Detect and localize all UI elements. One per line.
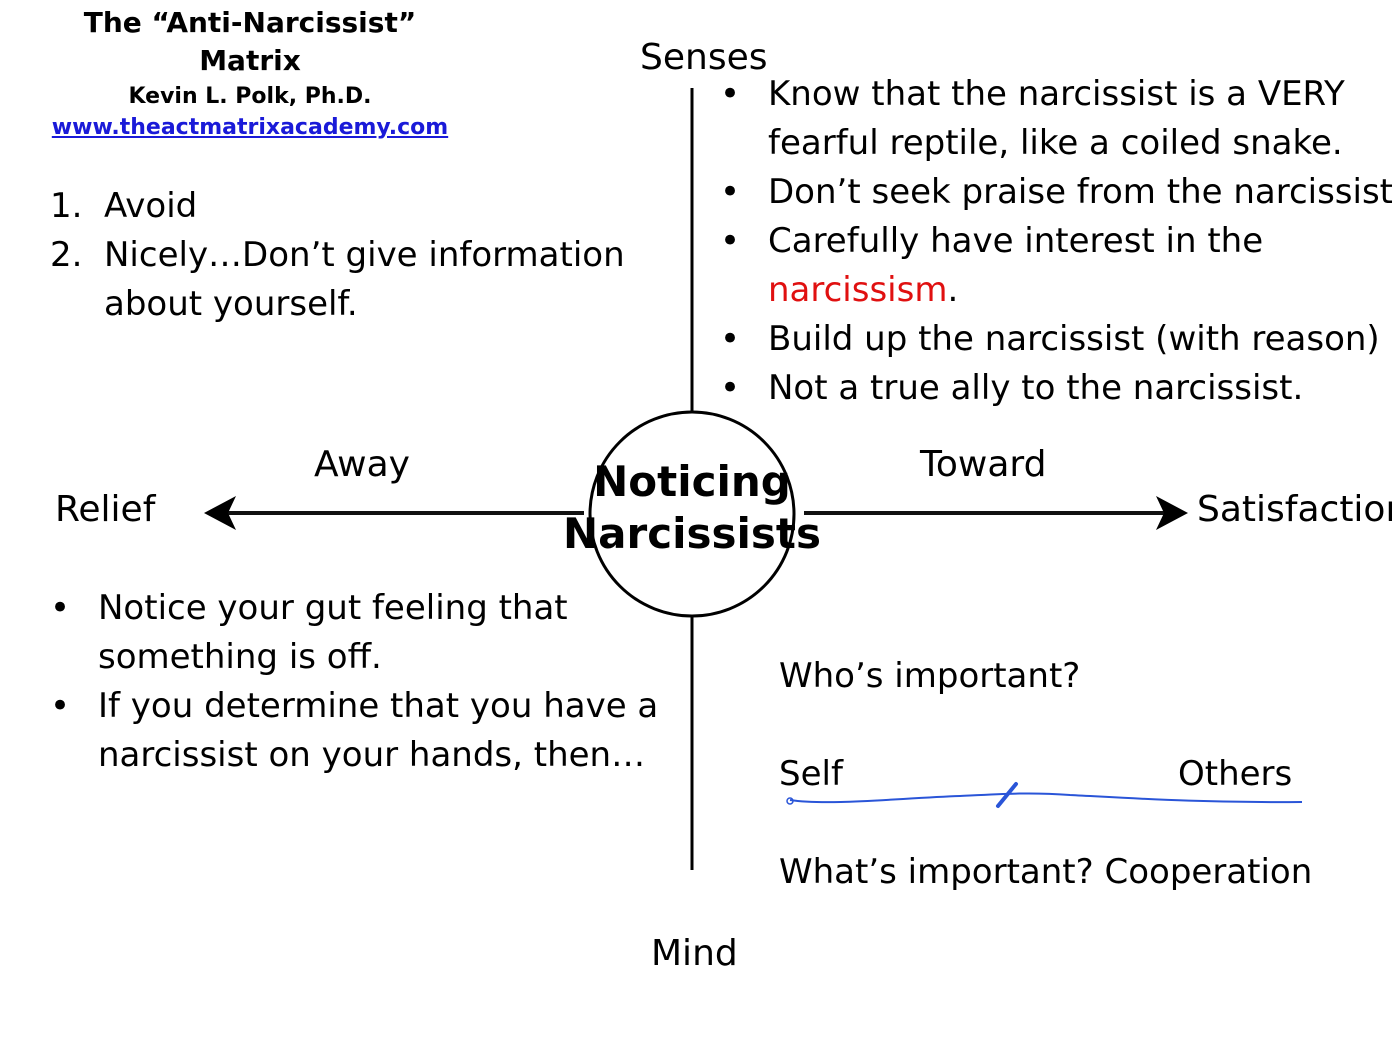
highlight-word: narcissism <box>768 270 948 310</box>
top-right-bullets: • Know that the narcissist is a VERY fea… <box>718 70 1392 413</box>
center-circle <box>588 410 796 618</box>
header-title: The “Anti-Narcissist” Matrix <box>0 4 500 80</box>
scale-tick-mark <box>996 782 1018 808</box>
author-name: Kevin L. Polk, Ph.D. <box>128 84 372 109</box>
bullet-item: • Carefully have interest in the narciss… <box>718 217 1392 315</box>
axis-label-relief: Relief <box>55 489 156 530</box>
center-label: Noticing Narcissists <box>542 456 842 560</box>
top-left-steps: 1. Avoid 2. Nicely…Don’t give informatio… <box>50 182 625 329</box>
bullet-dot: • <box>50 686 71 726</box>
bullet-suffix: . <box>947 270 959 310</box>
bullet-dot: • <box>720 74 741 114</box>
right-arrowhead <box>1156 496 1188 530</box>
step-number: 2. <box>50 235 83 275</box>
what-important-question: What’s important? Cooperation <box>779 852 1313 892</box>
bullet-item: • Not a true ally to the narcissist. <box>718 364 1392 413</box>
step-item: 2. Nicely…Don’t give information about y… <box>50 231 625 329</box>
bullet-item: • Notice your gut feeling that something… <box>48 584 658 682</box>
scale-label-self: Self <box>779 754 843 794</box>
left-arrowhead <box>204 496 236 530</box>
bullet-text: Notice your gut feeling that <box>98 588 568 628</box>
axis-label-away: Away <box>314 444 410 485</box>
center-line-1: Noticing <box>593 457 791 506</box>
bullet-text: Don’t seek praise from the narcissist. <box>768 172 1392 212</box>
scale-start-mark <box>786 797 794 805</box>
bullet-text: If you determine that you have a <box>98 686 659 726</box>
bullet-dot: • <box>720 319 741 359</box>
website-link[interactable]: www.theactmatrixacademy.com <box>51 115 449 140</box>
who-important-question: Who’s important? <box>779 656 1081 696</box>
bullet-dot: • <box>720 172 741 212</box>
bullet-text: fearful reptile, like a coiled snake. <box>768 123 1343 163</box>
bullet-item: • Build up the narcissist (with reason) <box>718 315 1392 364</box>
bullet-item: • Know that the narcissist is a VERY fea… <box>718 70 1392 168</box>
bottom-left-bullets: • Notice your gut feeling that something… <box>48 584 658 780</box>
step-text: Avoid <box>104 186 198 226</box>
bullet-text: narcissist on your hands, then… <box>98 735 646 775</box>
bullet-item: • Don’t seek praise from the narcissist. <box>718 168 1392 217</box>
axis-label-satisfaction: Satisfaction <box>1197 489 1392 530</box>
axis-label-mind: Mind <box>651 933 738 974</box>
bullet-dot: • <box>50 588 71 628</box>
bullet-text: narcissism. <box>768 266 1392 315</box>
bullet-dot: • <box>720 221 741 261</box>
bullet-text: Build up the narcissist (with reason) <box>768 319 1380 359</box>
title-line-2: Matrix <box>199 44 301 77</box>
step-number: 1. <box>50 186 83 226</box>
step-text: about yourself. <box>104 284 358 324</box>
step-text: Nicely…Don’t give information <box>104 235 625 275</box>
bullet-item: • If you determine that you have a narci… <box>48 682 658 780</box>
handwritten-scale-line <box>789 792 1303 804</box>
bullet-text: Not a true ally to the narcissist. <box>768 368 1304 408</box>
bullet-text: something is off. <box>98 637 382 677</box>
axis-label-toward: Toward <box>920 444 1047 485</box>
bullet-dot: • <box>720 368 741 408</box>
bullet-text: Know that the narcissist is a VERY <box>768 74 1345 114</box>
bullet-text: Carefully have interest in the <box>768 221 1264 261</box>
scale-label-others: Others <box>1178 754 1293 794</box>
step-item: 1. Avoid <box>50 182 625 231</box>
center-line-2: Narcissists <box>563 509 821 558</box>
title-line-1: The “Anti-Narcissist” <box>83 6 417 39</box>
axis-label-senses: Senses <box>640 37 768 78</box>
